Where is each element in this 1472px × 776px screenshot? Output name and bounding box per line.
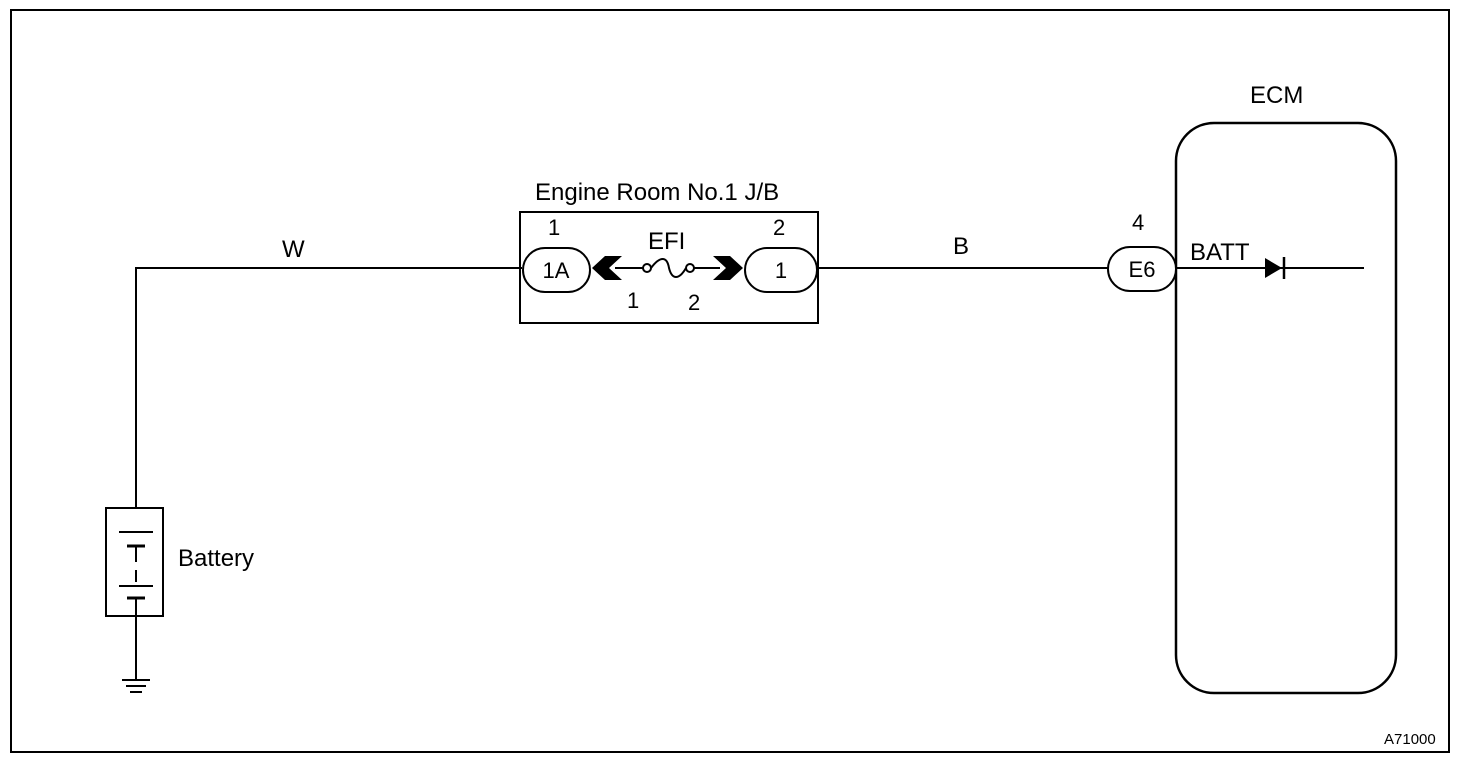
- battery-label: Battery: [178, 545, 254, 572]
- jb-left-connector: [522, 247, 591, 293]
- ecm-box: [1174, 121, 1398, 695]
- ecm-title: ECM: [1250, 82, 1303, 109]
- ecm-pin-number: 4: [1132, 210, 1144, 235]
- fuse-pin-right: 2: [688, 290, 700, 315]
- jb-right-pin-number: 2: [773, 215, 785, 240]
- battery-symbol-icon: [105, 507, 164, 617]
- jb-right-connector-label: 1: [775, 258, 787, 283]
- figure-code: A71000: [1384, 731, 1436, 748]
- jb-left-connector-label: 1A: [543, 258, 570, 283]
- fuse-name: EFI: [648, 228, 685, 255]
- junction-block-title: Engine Room No.1 J/B: [535, 179, 779, 206]
- ecm-terminal-label: BATT: [1190, 239, 1250, 266]
- ecm-connector-label: E6: [1129, 257, 1156, 282]
- wire-color-w: W: [282, 236, 305, 263]
- ground-symbol-icon: [122, 616, 150, 693]
- jb-left-pin-number: 1: [548, 215, 560, 240]
- fuse-icon: [615, 258, 720, 278]
- wire-color-b: B: [953, 233, 969, 260]
- connector-arrow-icon: [713, 256, 743, 280]
- diode-icon: [1265, 257, 1286, 279]
- battery-feed-wire: [135, 267, 522, 508]
- connector-arrow-icon: [592, 256, 622, 280]
- fuse-pin-left: 1: [627, 288, 639, 313]
- diagram-frame: [10, 9, 1450, 753]
- jb-right-connector: [744, 247, 818, 293]
